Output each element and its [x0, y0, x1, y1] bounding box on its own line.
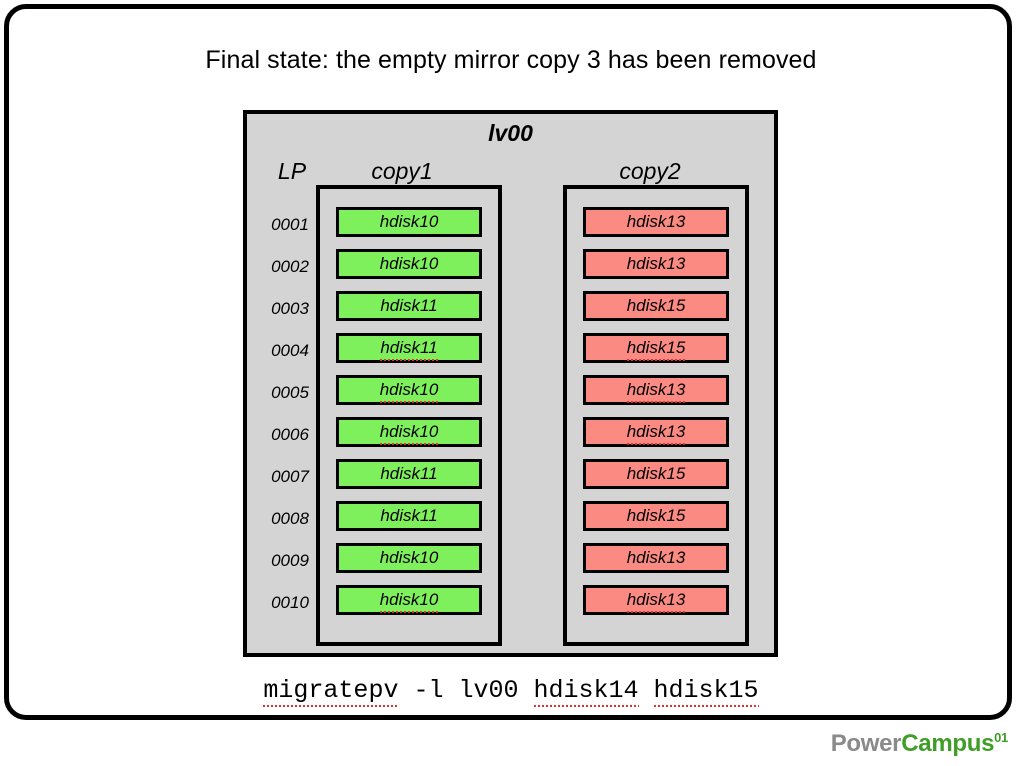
powercampus-logo: PowerCampus01: [830, 730, 1009, 758]
lp-number: 0004: [271, 341, 309, 360]
command-token-flagged: hdisk15: [653, 676, 759, 707]
command-line: migratepv -l lv00 hdisk14 hdisk15: [0, 676, 1022, 707]
lp-number: 0006: [271, 425, 309, 444]
lp-number: 0002: [271, 257, 309, 276]
pv-label: hdisk10: [379, 254, 439, 273]
copy2-partition-list: hdisk13 hdisk13 hdisk15 hdisk15 hdisk13 hdisk…: [567, 201, 745, 621]
column-header-copy2: copy2: [619, 158, 681, 184]
lp-number: 0010: [271, 593, 309, 612]
copy1-container: hdisk10 hdisk10 hdisk11 hdisk11 hdisk10 hdisk…: [316, 185, 502, 646]
pv-chip[interactable]: hdisk15: [583, 501, 729, 531]
pv-label: hdisk15: [626, 464, 686, 483]
pv-label: hdisk13: [626, 212, 686, 231]
physical-partition-cell: hdisk10: [320, 369, 498, 411]
pv-chip[interactable]: hdisk15: [583, 459, 729, 489]
slide-title: Final state: the empty mirror copy 3 has…: [205, 46, 817, 74]
logical-volume-panel: lv00 LP copy1 copy2 0001 0002 0003 0004 0005…: [243, 110, 778, 657]
pv-label: hdisk13: [626, 254, 686, 273]
lp-number: 0008: [271, 509, 309, 528]
pv-chip[interactable]: hdisk13: [583, 543, 729, 573]
pv-label: hdisk11: [380, 506, 438, 525]
pv-chip[interactable]: hdisk11: [336, 501, 482, 531]
pv-label: hdisk15: [626, 506, 686, 525]
lp-number: 0003: [271, 299, 309, 318]
pv-chip[interactable]: hdisk13: [583, 207, 729, 237]
logo-text-power: Power: [830, 730, 902, 757]
pv-chip[interactable]: hdisk13: [583, 375, 729, 405]
logo-superscript: 01: [994, 730, 1008, 745]
physical-partition-cell: hdisk11: [320, 327, 498, 369]
lp-number: 0007: [271, 467, 309, 486]
lp-number: 0001: [271, 215, 309, 234]
pv-chip[interactable]: hdisk15: [583, 291, 729, 321]
pv-chip[interactable]: hdisk13: [583, 585, 729, 615]
command-token: [639, 676, 654, 705]
physical-partition-cell: hdisk13: [567, 243, 745, 285]
physical-partition-cell: hdisk13: [567, 369, 745, 411]
physical-partition-cell: hdisk15: [567, 453, 745, 495]
pv-chip[interactable]: hdisk10: [336, 375, 482, 405]
pv-label: hdisk10: [379, 590, 439, 613]
pv-label: hdisk10: [379, 422, 439, 445]
pv-chip[interactable]: hdisk10: [336, 543, 482, 573]
pv-label: hdisk10: [379, 548, 439, 567]
physical-partition-cell: hdisk13: [567, 579, 745, 621]
pv-chip[interactable]: hdisk10: [336, 417, 482, 447]
pv-label: hdisk10: [379, 380, 439, 403]
physical-partition-cell: hdisk10: [320, 537, 498, 579]
column-header-copy1: copy1: [371, 158, 433, 184]
command-token: -l: [398, 676, 459, 705]
pv-chip[interactable]: hdisk11: [336, 459, 482, 489]
pv-chip[interactable]: hdisk13: [583, 249, 729, 279]
pv-chip[interactable]: hdisk10: [336, 585, 482, 615]
physical-partition-cell: hdisk10: [320, 243, 498, 285]
copy2-container: hdisk13 hdisk13 hdisk15 hdisk15 hdisk13 hdisk…: [563, 185, 749, 646]
pv-label: hdisk13: [626, 380, 686, 403]
pv-chip[interactable]: hdisk15: [583, 333, 729, 363]
physical-partition-cell: hdisk11: [320, 285, 498, 327]
physical-partition-cell: hdisk13: [567, 537, 745, 579]
pv-chip[interactable]: hdisk11: [336, 333, 482, 363]
pv-label: hdisk15: [626, 338, 686, 361]
pv-chip[interactable]: hdisk11: [336, 291, 482, 321]
physical-partition-cell: hdisk15: [567, 285, 745, 327]
command-token: [518, 676, 533, 705]
logo-text-campus: Campus: [901, 730, 995, 757]
physical-partition-cell: hdisk10: [320, 579, 498, 621]
pv-chip[interactable]: hdisk10: [336, 249, 482, 279]
pv-chip[interactable]: hdisk10: [336, 207, 482, 237]
lp-number-column: 0001 0002 0003 0004 0005 0006 0007 0008 0009 0010: [259, 204, 321, 624]
column-header-lp: LP: [277, 158, 307, 184]
copy1-partition-list: hdisk10 hdisk10 hdisk11 hdisk11 hdisk10 hdisk…: [320, 201, 498, 621]
lp-number: 0009: [271, 551, 309, 570]
command-token-flagged: migratepv: [263, 676, 399, 707]
pv-chip[interactable]: hdisk13: [583, 417, 729, 447]
physical-partition-cell: hdisk15: [567, 495, 745, 537]
pv-label: hdisk13: [626, 590, 686, 613]
logical-volume-name: lv00: [488, 120, 533, 146]
command-token-flagged: hdisk14: [533, 676, 639, 707]
command-token: lv00: [458, 676, 519, 705]
physical-partition-cell: hdisk11: [320, 495, 498, 537]
physical-partition-cell: hdisk13: [567, 201, 745, 243]
pv-label: hdisk11: [380, 464, 438, 483]
physical-partition-cell: hdisk10: [320, 411, 498, 453]
physical-partition-cell: hdisk10: [320, 201, 498, 243]
pv-label: hdisk10: [379, 212, 439, 231]
lp-number: 0005: [271, 383, 309, 402]
pv-label: hdisk15: [626, 296, 686, 315]
pv-label: hdisk11: [380, 296, 438, 315]
pv-label: hdisk13: [626, 422, 686, 445]
pv-label: hdisk13: [626, 548, 686, 567]
physical-partition-cell: hdisk13: [567, 411, 745, 453]
pv-label: hdisk11: [380, 338, 439, 361]
physical-partition-cell: hdisk15: [567, 327, 745, 369]
physical-partition-cell: hdisk11: [320, 453, 498, 495]
